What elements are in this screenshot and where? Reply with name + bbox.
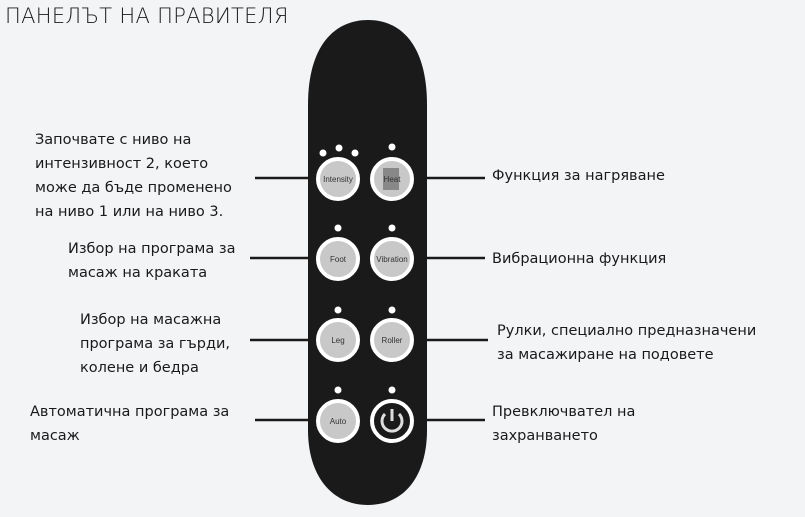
foot-button[interactable]: Foot xyxy=(316,237,360,281)
power-icon xyxy=(380,409,404,433)
leg-description: Избор на масажна програма за гърди, коле… xyxy=(80,312,231,376)
power-button[interactable] xyxy=(370,399,414,443)
indicator-leds xyxy=(319,143,396,394)
intensity-button[interactable]: Intensity xyxy=(316,157,360,201)
svg-text:Foot: Foot xyxy=(330,255,347,264)
svg-text:Intensity: Intensity xyxy=(323,175,353,184)
svg-text:Roller: Roller xyxy=(382,336,403,345)
leader-lines xyxy=(250,176,488,422)
svg-text:Leg: Leg xyxy=(331,336,344,345)
power-description: Превключвател на захранването xyxy=(492,404,636,444)
intensity-description: Започвате с ниво на интензивност 2, коет… xyxy=(35,132,232,220)
vibration-button[interactable]: Vibration xyxy=(370,237,414,281)
svg-text:Vibration: Vibration xyxy=(376,255,407,264)
remote-body xyxy=(308,20,427,505)
foot-description: Избор на програма за масаж на краката xyxy=(68,241,236,281)
svg-text:Auto: Auto xyxy=(330,417,347,426)
leg-button[interactable]: Leg xyxy=(316,318,360,362)
roller-description: Рулки, специално предназначени за масажи… xyxy=(497,323,757,363)
roller-button[interactable]: Roller xyxy=(370,318,414,362)
heat-button[interactable]: Heat xyxy=(370,157,414,201)
vibration-description: Вибрационна функция xyxy=(492,251,667,267)
auto-description: Автоматична програма за масаж xyxy=(30,404,230,444)
heat-description: Функция за нагряване xyxy=(492,168,665,184)
svg-text:Heat: Heat xyxy=(384,175,402,184)
page-title: ПАНЕЛЪТ НА ПРАВИТЕЛЯ xyxy=(5,4,289,28)
auto-button[interactable]: Auto xyxy=(316,399,360,443)
